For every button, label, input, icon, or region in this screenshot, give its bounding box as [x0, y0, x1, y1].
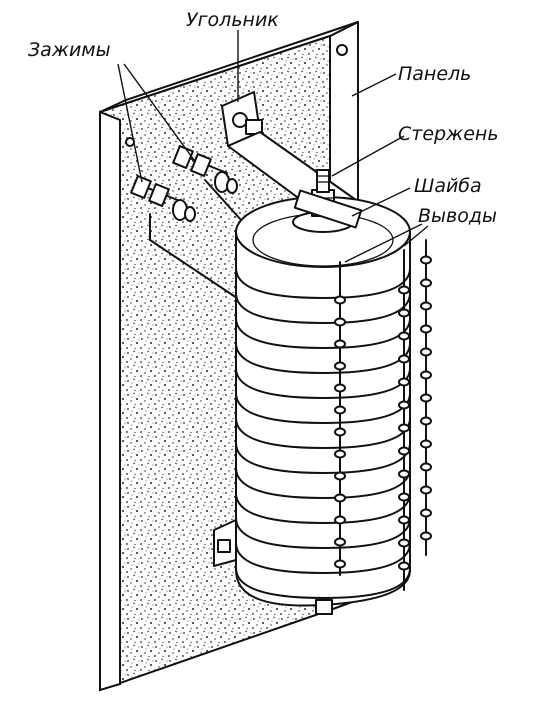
leader-clamps-2 — [123, 63, 195, 161]
leader-clamps-1 — [117, 63, 143, 183]
lead-clip — [334, 361, 346, 371]
lead-clip — [334, 339, 346, 349]
lead-clip — [420, 324, 432, 334]
lead-clip — [420, 531, 432, 541]
label-clamps: Зажимы — [28, 39, 111, 61]
disk-ring — [235, 267, 411, 299]
lead-clip — [334, 515, 346, 525]
leader-leads-2 — [403, 225, 429, 247]
bottom-nut — [315, 599, 333, 615]
label-washer: Шайба — [414, 175, 482, 197]
leader-rod — [331, 135, 405, 177]
lead-clip — [398, 400, 410, 410]
disk-ring — [235, 517, 411, 549]
lead-clip — [334, 427, 346, 437]
lead-clips — [334, 255, 432, 571]
disk-ring — [235, 417, 411, 449]
lead-clip — [420, 301, 432, 311]
lead-clip — [420, 370, 432, 380]
leader-leads-1 — [344, 223, 423, 263]
disk-ring — [235, 542, 411, 574]
disk-ring — [235, 567, 411, 599]
lead-clip — [334, 405, 346, 415]
leader-panel — [351, 73, 397, 97]
leads — [334, 239, 432, 591]
lead-clip — [420, 416, 432, 426]
lead-clip — [398, 446, 410, 456]
lead-clip — [420, 462, 432, 472]
label-bracket: Угольник — [186, 9, 279, 31]
lead-clip — [420, 347, 432, 357]
rod-assembly — [292, 169, 363, 233]
lead-clip — [398, 469, 410, 479]
disk-ring — [235, 492, 411, 524]
leader-lines — [117, 30, 429, 263]
terminal-clamps — [130, 145, 341, 346]
lead-clip — [398, 285, 410, 295]
lead-clip — [398, 515, 410, 525]
label-leads: Выводы — [418, 205, 497, 227]
rod — [316, 169, 330, 193]
label-rod: Стержень — [398, 123, 499, 145]
bracket-tab — [293, 189, 363, 229]
lead-clip — [334, 559, 346, 569]
leader-washer — [351, 187, 411, 217]
label-panel: Панель — [398, 63, 471, 85]
panel-edge — [99, 110, 121, 692]
lead-clip — [398, 354, 410, 364]
lead-clip — [398, 308, 410, 318]
lead-clip — [398, 538, 410, 548]
lead-clip — [420, 255, 432, 265]
disk-ring — [235, 442, 411, 474]
lead-clip — [334, 471, 346, 481]
lead-clip — [420, 393, 432, 403]
disk-ring — [235, 292, 411, 324]
lead-clip — [334, 537, 346, 547]
lead-clip — [334, 383, 346, 393]
lead-clip — [398, 492, 410, 502]
lead-clip — [334, 317, 346, 327]
lead-clip — [398, 377, 410, 387]
terminal-clamp-left — [130, 175, 196, 222]
lead-clip — [420, 508, 432, 518]
lead-clip — [420, 278, 432, 288]
lead-clip — [398, 331, 410, 341]
lead-clip — [398, 561, 410, 571]
disk-ring — [235, 467, 411, 499]
resistor-disk-stack — [213, 196, 411, 615]
lead-clip — [398, 423, 410, 433]
lead-clip — [420, 485, 432, 495]
lead-clip — [334, 493, 346, 503]
lead-clip — [420, 439, 432, 449]
panel-mount-hole — [336, 44, 348, 56]
lead-clip — [334, 449, 346, 459]
lead-clip — [334, 295, 346, 305]
terminal-clamp-right — [172, 145, 238, 194]
